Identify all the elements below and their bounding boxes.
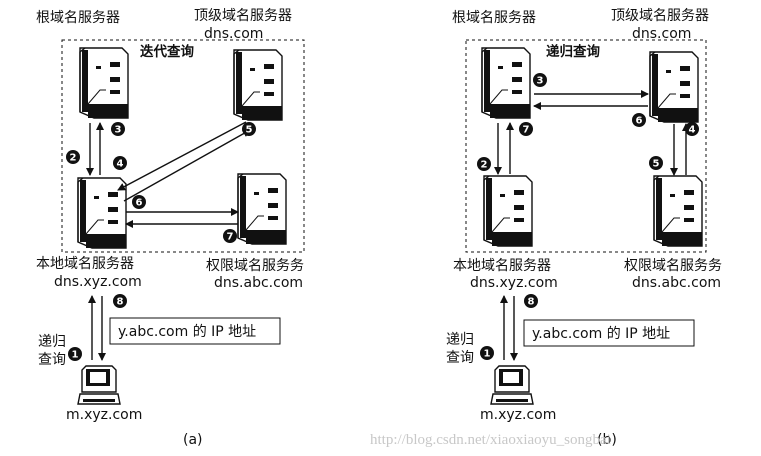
svg-text:8: 8 [528,297,535,308]
tld-server-label: 顶级域名服务器 [611,8,709,24]
svg-text:3: 3 [115,125,122,136]
svg-text:6: 6 [136,198,143,209]
step-badge-6: 6 [632,113,646,127]
recursive-query-label-line2: 查询 [38,352,66,368]
svg-text:2: 2 [481,160,488,171]
step-badge-6: 6 [132,195,146,209]
step-badge-4: 4 [113,156,127,170]
authoritative-domain-label: dns.abc.com [214,275,303,291]
step-badge-3: 3 [111,122,125,136]
query-mode-title: 迭代查询 [140,43,194,60]
tld-domain-label: dns.com [632,26,691,42]
diagram-a: 根域名服务器 顶级域名服务器 dns.com 迭代查询 2 3 4 5 6 7 … [36,8,305,448]
client-computer-icon [77,365,121,405]
query-mode-title: 递归查询 [546,43,600,60]
step-badge-2: 2 [477,157,491,171]
recursive-query-boundary [465,39,707,253]
svg-text:7: 7 [523,125,530,136]
local-server-label: 本地域名服务器 [453,258,551,274]
svg-text:7: 7 [227,232,234,243]
step-badge-5: 5 [242,122,256,136]
step-badge-1: 1 [480,346,494,360]
step-badge-8: 8 [113,294,127,308]
local-domain-label: dns.xyz.com [54,274,142,290]
question-text: y.abc.com 的 IP 地址 [118,324,256,340]
iterative-query-boundary [61,39,305,253]
authoritative-server-icon [237,173,287,245]
question-text: y.abc.com 的 IP 地址 [532,326,670,342]
svg-text:6: 6 [636,116,643,127]
arrow-step-5 [123,129,251,202]
question-box [523,319,695,347]
tld-server-icon [233,49,283,121]
step-badge-4: 4 [685,122,699,136]
authoritative-server-icon [653,175,703,247]
root-server-label: 根域名服务器 [452,10,536,26]
authoritative-server-label: 权限域名服务务 [624,258,722,274]
step-badge-8: 8 [524,294,538,308]
question-box [109,317,281,345]
client-host-label: m.xyz.com [480,407,556,423]
tld-domain-label: dns.com [204,26,263,42]
watermark-text: http://blog.csdn.net/xiaoxiaoyu_songbai [370,432,611,448]
tld-server-icon [649,51,699,123]
svg-text:3: 3 [537,76,544,87]
svg-text:4: 4 [117,159,124,170]
tld-server-label: 顶级域名服务器 [194,8,292,24]
step-badge-7: 7 [519,122,533,136]
caption-b: (b) [597,432,617,448]
authoritative-domain-label: dns.abc.com [632,275,721,291]
authoritative-server-label: 权限域名服务务 [206,258,304,274]
root-server-icon [79,47,129,119]
svg-text:5: 5 [653,159,660,170]
svg-text:4: 4 [689,125,696,136]
step-badge-7: 7 [223,229,237,243]
diagram-b: 根域名服务器 顶级域名服务器 dns.com 递归查询 3 7 2 6 4 5 … [446,8,722,448]
root-server-label: 根域名服务器 [36,10,120,26]
step-badge-2: 2 [66,150,80,164]
local-server-icon [77,177,127,249]
step-badge-5: 5 [649,156,663,170]
step-badge-3: 3 [533,73,547,87]
root-server-icon [481,47,531,119]
local-server-icon [483,175,533,247]
step-badge-1: 1 [68,347,82,361]
recursive-query-label-line1: 递归 [38,333,66,350]
svg-text:2: 2 [70,153,77,164]
local-domain-label: dns.xyz.com [470,275,558,291]
recursive-query-label-line1: 递归 [446,331,474,348]
client-computer-icon [490,365,534,405]
svg-text:8: 8 [117,297,124,308]
client-host-label: m.xyz.com [66,407,142,423]
arrow-step-4 [117,121,247,191]
svg-text:1: 1 [72,350,79,361]
svg-text:5: 5 [246,125,253,136]
recursive-query-label-line2: 查询 [446,350,474,366]
local-server-label: 本地域名服务器 [36,256,134,272]
svg-text:1: 1 [484,349,491,360]
caption-a: (a) [183,432,203,448]
